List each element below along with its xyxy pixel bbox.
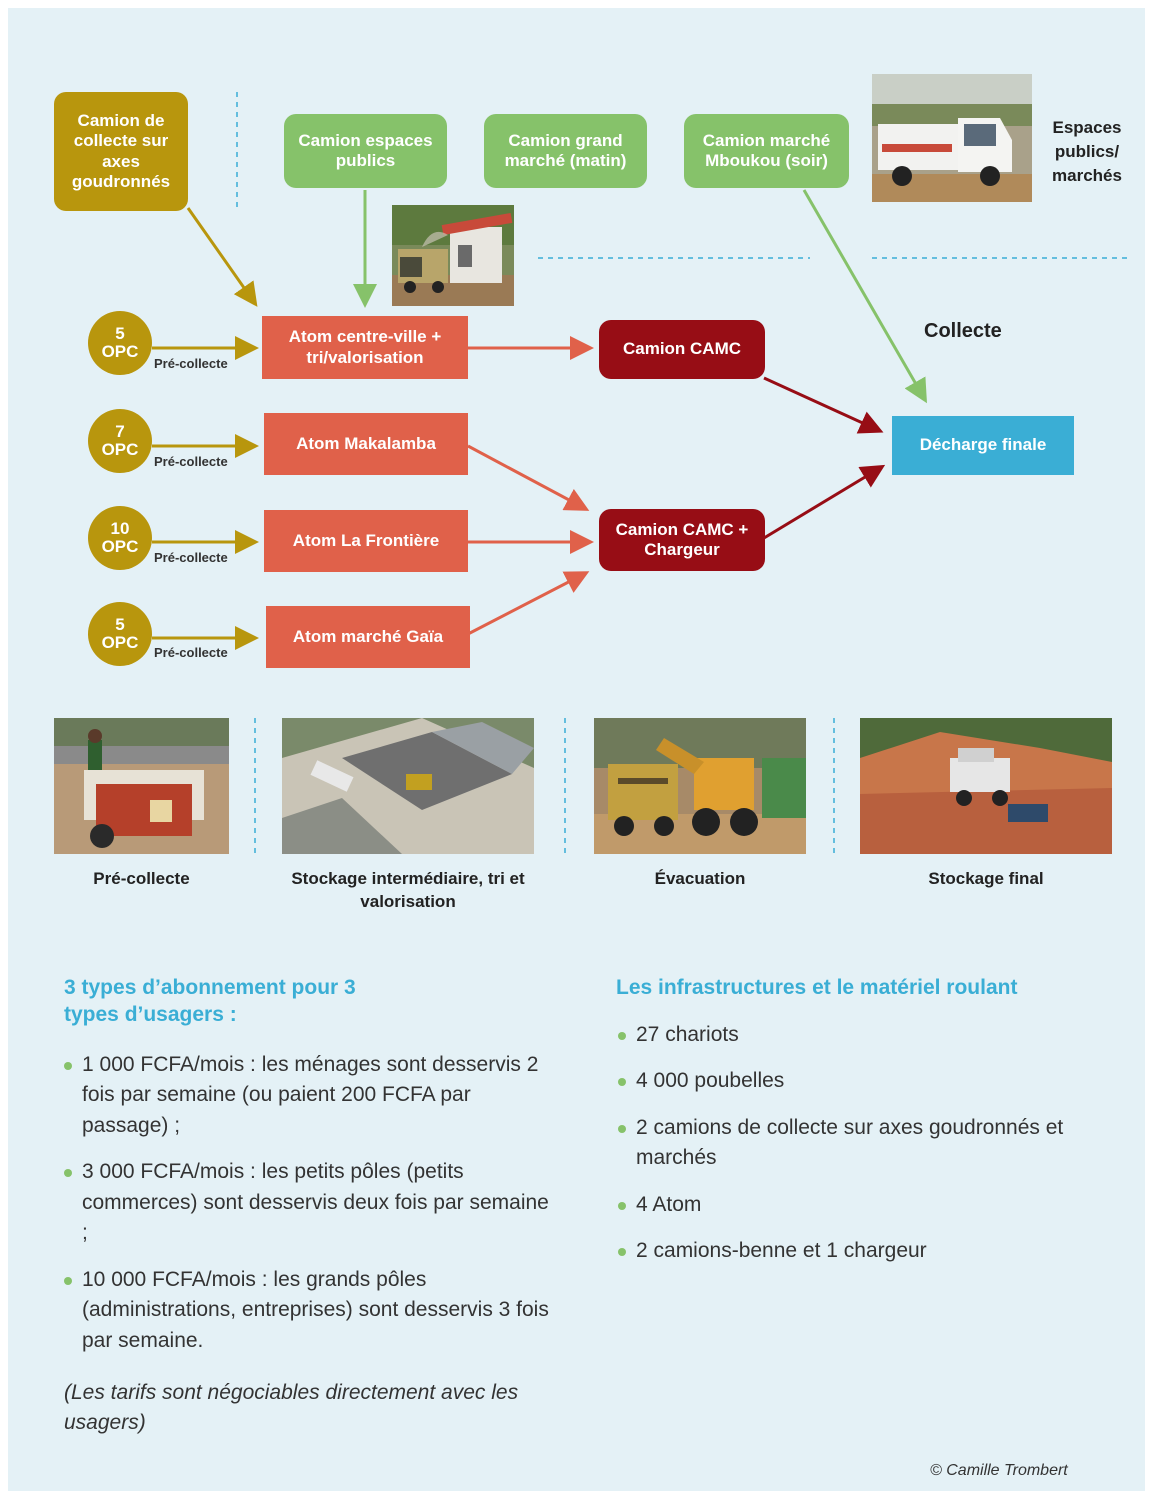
subscription-item-3: 10 000 FCFA/mois : les grands pôles (adm… bbox=[62, 1265, 554, 1356]
source-camion-espaces: Camion espaces publics bbox=[284, 114, 447, 188]
atom-makalamba: Atom Makalamba bbox=[264, 413, 468, 475]
infrastructure-item-4: 4 Atom bbox=[616, 1190, 1116, 1220]
infrastructure-item-2: 4 000 poubelles bbox=[616, 1066, 1116, 1096]
bullet-dot bbox=[618, 1032, 626, 1040]
subscriptions-list: 1 000 FCFA/mois : les ménages sont desse… bbox=[62, 1050, 554, 1372]
precollecte-label-3: Pré-collecte bbox=[154, 550, 228, 565]
photo-credit: © Camille Trombert bbox=[930, 1462, 1068, 1479]
bullet-dot bbox=[64, 1276, 72, 1285]
infrastructure-item-5: 2 camions-benne et 1 chargeur bbox=[616, 1236, 1116, 1266]
arrow-camc bbox=[763, 376, 884, 434]
infrastructure-item-1: 27 chariots bbox=[616, 1020, 1116, 1050]
opc-circle-2: 7 OPC bbox=[88, 409, 152, 473]
stage-caption-stockage-final: Stockage final bbox=[928, 869, 1044, 888]
source-camion-mboukou: Camion marché Mboukou (soir) bbox=[684, 114, 849, 188]
precollecte-label-4: Pré-collecte bbox=[154, 645, 228, 660]
arrow-camc-chargeur bbox=[763, 464, 886, 540]
espaces-truck-photo bbox=[872, 74, 1032, 202]
subscriptions-note: (Les tarifs sont négociables directement… bbox=[64, 1381, 519, 1435]
infrastructure-item-3: 2 camions de collecte sur axes goudronné… bbox=[616, 1113, 1116, 1174]
opc-count-2: 7 bbox=[115, 422, 125, 442]
source-camion-grand-marche: Camion grand marché (matin) bbox=[484, 114, 647, 188]
stage-caption-evacuation: Évacuation bbox=[654, 869, 746, 888]
precollecte-label-1: Pré-collecte bbox=[154, 356, 228, 371]
opc-count-3: 10 bbox=[110, 519, 130, 539]
espaces-publics-label: Espaces publics/ marchés bbox=[1052, 118, 1122, 185]
bullet-dot bbox=[618, 1124, 626, 1133]
stockage-final-photo bbox=[860, 718, 1112, 854]
opc-unit-2: OPC bbox=[101, 440, 139, 459]
arrow-atom4 bbox=[467, 571, 590, 636]
infrastructure-list: 27 chariots 4 000 poubelles 2 camions de… bbox=[616, 1020, 1116, 1283]
stage-caption-stockage: Stockage intermédiaire, tri et valorisat… bbox=[291, 869, 525, 911]
bullet-dot bbox=[64, 1062, 72, 1070]
bullet-dot bbox=[618, 1248, 626, 1257]
atom-la-frontiere: Atom La Frontière bbox=[264, 510, 468, 572]
subscriptions-heading: 3 types d’abonnement pour 3 types d’usag… bbox=[64, 976, 356, 1027]
atom-marche-gaia: Atom marché Gaïa bbox=[266, 606, 470, 668]
opc-count-4: 5 bbox=[115, 615, 125, 635]
opc-unit-4: OPC bbox=[101, 633, 139, 652]
opc-unit-1: OPC bbox=[101, 342, 139, 361]
opc-unit-3: OPC bbox=[101, 537, 139, 556]
camion-camc: Camion CAMC bbox=[599, 320, 765, 379]
precollecte-photo bbox=[54, 718, 229, 854]
collecte-label: Collecte bbox=[924, 320, 1002, 342]
opc-circle-1: 5 OPC bbox=[88, 311, 152, 375]
subscription-item-1: 1 000 FCFA/mois : les ménages sont desse… bbox=[62, 1050, 554, 1141]
bullet-dot bbox=[618, 1201, 626, 1210]
camion-camc-chargeur: Camion CAMC + Chargeur bbox=[599, 509, 765, 571]
evacuation-photo bbox=[594, 718, 806, 854]
subscription-item-2: 3 000 FCFA/mois : les petits pôles (peti… bbox=[62, 1157, 554, 1248]
arrow-mboukou bbox=[802, 189, 927, 404]
decharge-finale: Décharge finale bbox=[892, 416, 1074, 475]
bullet-dot bbox=[618, 1078, 626, 1087]
infrastructure-heading: Les infrastructures et le matériel roula… bbox=[616, 976, 1018, 999]
stage-caption-precollecte: Pré-collecte bbox=[93, 869, 190, 888]
source-camion-axes: Camion de collecte sur axes goudronnés bbox=[54, 92, 188, 211]
stockage-photo bbox=[282, 718, 534, 854]
arrow-atom2 bbox=[467, 444, 590, 511]
precollecte-label-2: Pré-collecte bbox=[154, 454, 228, 469]
bullet-dot bbox=[64, 1169, 72, 1178]
opc-circle-3: 10 OPC bbox=[88, 506, 152, 570]
opc-circle-4: 5 OPC bbox=[88, 602, 152, 666]
opc-count-1: 5 bbox=[115, 324, 125, 344]
dashed-separators bbox=[236, 92, 1130, 856]
atom-centre-ville: Atom centre-ville + tri/valorisation bbox=[262, 316, 468, 379]
atom-truck-photo bbox=[392, 205, 514, 306]
arrow-axes-to-atom bbox=[186, 207, 258, 307]
